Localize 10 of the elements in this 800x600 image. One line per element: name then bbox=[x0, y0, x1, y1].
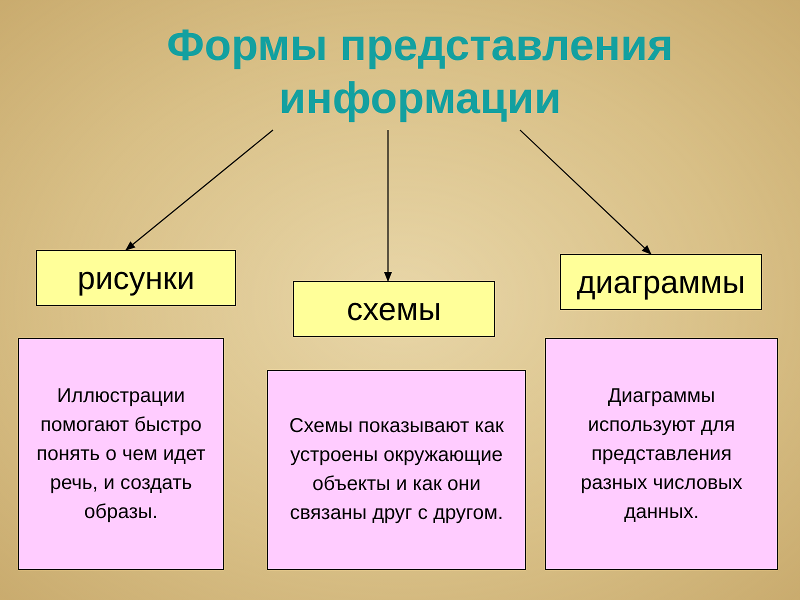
title-text: Формы представления информации bbox=[130, 15, 710, 130]
category-box: диаграммы bbox=[560, 254, 762, 310]
description-box: Иллюстрации помогают быстро понять о чем идет речь, и создать образы. bbox=[18, 338, 224, 570]
arrow bbox=[125, 130, 274, 251]
description-box: Диаграммы используют для представления разных числовых данных. bbox=[545, 338, 778, 570]
description-box: Схемы показывают как устроены окружающие объекты и как они связаны друг с другом. bbox=[267, 370, 526, 570]
category-box: рисунки bbox=[36, 250, 236, 306]
arrow bbox=[520, 130, 652, 255]
category-box: схемы bbox=[293, 281, 495, 337]
arrow bbox=[384, 130, 392, 282]
